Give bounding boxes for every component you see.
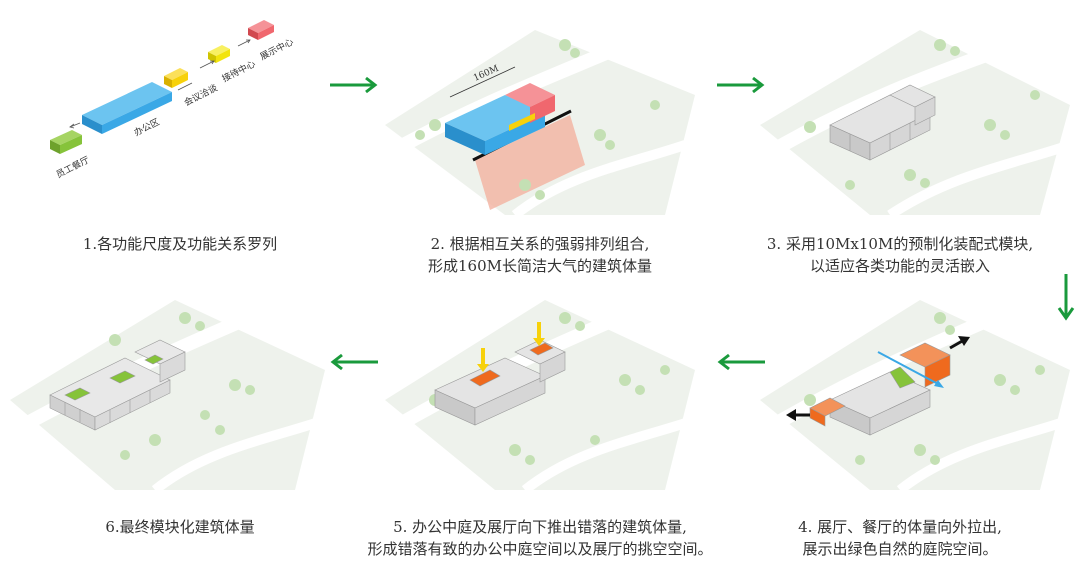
diagram-step-6	[5, 290, 335, 490]
reception-block	[208, 45, 230, 63]
diagram-step-2: 160M	[375, 15, 705, 215]
final-modular-volume	[49, 339, 186, 431]
caption-step-4: 4. 展厅、餐厅的体量向外拉出, 展示出绿色自然的庭院空间。	[798, 518, 1002, 558]
diagram-step-5	[375, 290, 705, 490]
trees	[415, 39, 660, 200]
label-reception: 接待中心	[220, 58, 258, 85]
meeting-block	[164, 68, 188, 88]
pulled-volume	[809, 342, 951, 436]
arrow-down-icon	[1057, 274, 1075, 321]
diagram-step-1: 员工餐厅 办公区 会议洽谈 接待中心 展示中心	[40, 10, 370, 210]
diagram-step-4	[750, 290, 1080, 490]
plaza-red	[475, 115, 585, 210]
arrow-left-icon	[330, 353, 378, 371]
caption-step-3: 3. 采用10Mx10M的预制化装配式模块, 以适应各类功能的灵活嵌入	[766, 235, 1034, 275]
trees	[804, 39, 1040, 190]
exhibit-block	[248, 20, 274, 40]
relation-arrows	[69, 39, 251, 129]
pull-arrows	[786, 336, 970, 421]
trees	[804, 312, 1045, 465]
label-exhibit: 展示中心	[258, 36, 296, 63]
label-office: 办公区	[132, 116, 162, 139]
diagram-step-3	[750, 15, 1080, 215]
trees	[109, 312, 255, 460]
label-meeting: 会议洽谈	[182, 82, 220, 109]
arrow-right-icon	[330, 76, 378, 94]
trees	[429, 312, 670, 465]
push-arrows	[477, 322, 545, 372]
combined-volume	[445, 83, 555, 155]
caption-step-2: 2. 根据相互关系的强弱排列组合, 形成160M长简洁大气的建筑体量	[428, 235, 652, 275]
office-block	[82, 82, 172, 134]
arrow-right-icon	[717, 76, 765, 94]
arrow-left-icon	[717, 353, 765, 371]
modular-volume	[829, 84, 936, 161]
canteen-block	[50, 130, 82, 154]
pushed-volume	[434, 339, 566, 426]
label-canteen: 员工餐厅	[54, 154, 92, 181]
caption-step-6: 6.最终模块化建筑体量	[105, 518, 255, 536]
caption-step-5: 5. 办公中庭及展厅向下推出错落的建筑体量, 形成错落有致的办公中庭空间以及展厅…	[367, 518, 713, 558]
caption-step-1: 1.各功能尺度及功能关系罗列	[82, 235, 278, 253]
